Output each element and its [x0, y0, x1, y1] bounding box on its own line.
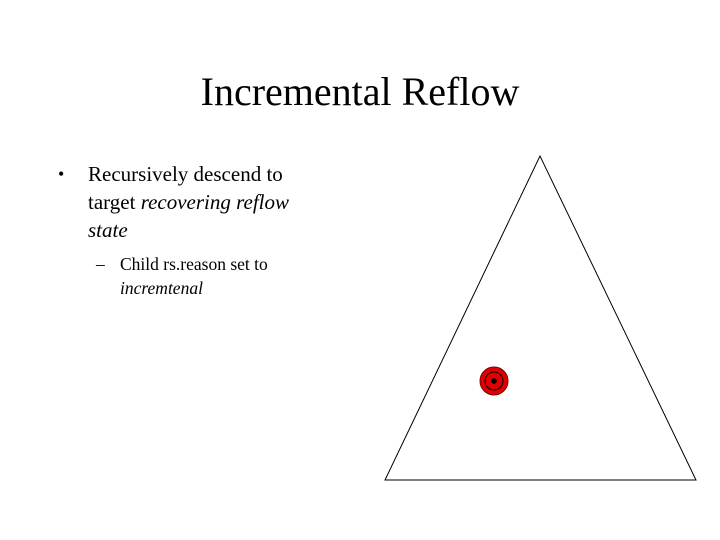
sub-bullet-marker: – [96, 254, 105, 274]
bullet-line-3-italic: state [88, 218, 128, 242]
bullet-list: • Recursively descend to target recoveri… [58, 160, 348, 300]
sub-bullet-item: – Child rs.reason set to incremtenal [58, 252, 348, 300]
bullet-item: • Recursively descend to target recoveri… [58, 160, 348, 244]
bullet-line-2: target recovering reflow [88, 188, 348, 216]
bullet-line-1: Recursively descend to [88, 162, 283, 186]
sub-bullet-line-2-italic: incremtenal [120, 278, 203, 298]
triangle-icon [384, 154, 697, 481]
target-icon [479, 366, 509, 396]
slide-title: Incremental Reflow [200, 69, 520, 114]
bullet-line-2-italic: recovering reflow [140, 190, 290, 214]
sub-bullet-line-1: Child rs.reason set to [120, 254, 268, 274]
bullet-line-2-plain: target [88, 190, 141, 214]
bullet-marker: • [58, 164, 65, 184]
